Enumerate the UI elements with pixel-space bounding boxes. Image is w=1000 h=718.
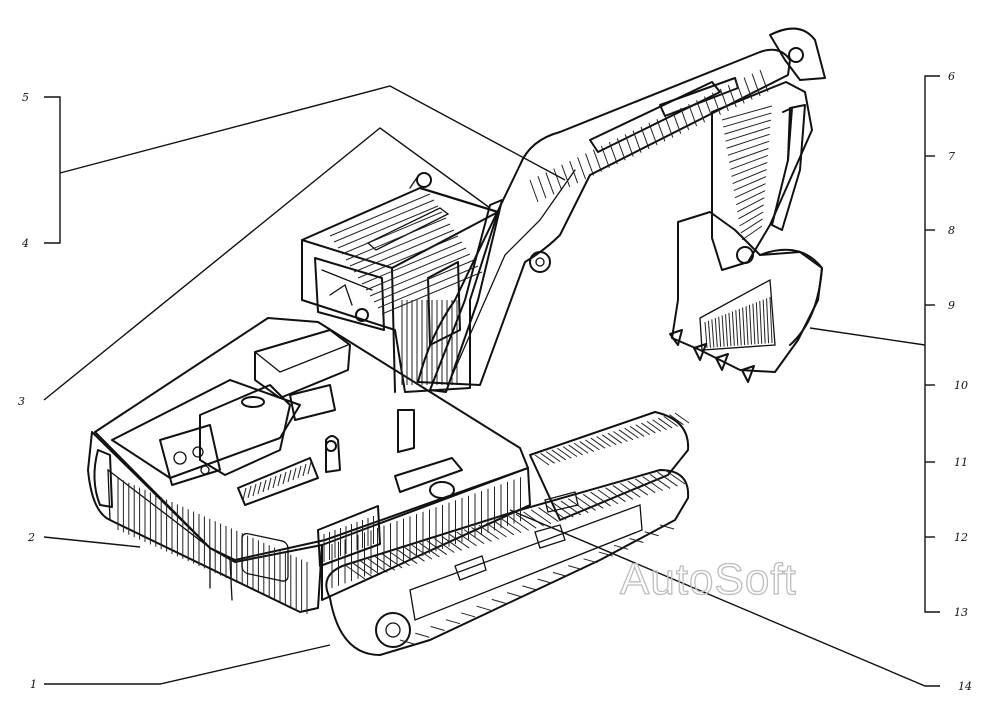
callout-13: 13: [954, 606, 968, 619]
callout-14: 14: [958, 680, 972, 693]
track-assembly: [325, 411, 690, 656]
watermark: AutoSoft: [620, 555, 797, 604]
callout-8: 8: [948, 224, 955, 237]
callout-12: 12: [954, 531, 968, 544]
bucket: [669, 211, 823, 383]
callout-1: 1: [30, 678, 37, 691]
track-shoes: [344, 412, 690, 580]
callout-2: 2: [27, 531, 35, 544]
leader-lines: [43, 75, 940, 687]
callout-9: 9: [948, 299, 955, 312]
callout-11: 11: [954, 456, 968, 469]
callout-10: 10: [954, 379, 968, 392]
callout-3: 3: [18, 395, 25, 408]
callout-7: 7: [948, 150, 955, 163]
callout-4: 4: [21, 237, 29, 250]
boom-arm-assembly: [417, 27, 826, 393]
callout-labels: 5 4 3 2 1 6 7 8 9 10 11 12 13 14: [18, 70, 972, 693]
operator-cab: [301, 172, 499, 393]
upper-structure: [87, 317, 531, 614]
callout-6: 6: [948, 70, 955, 83]
callout-5: 5: [22, 91, 29, 104]
